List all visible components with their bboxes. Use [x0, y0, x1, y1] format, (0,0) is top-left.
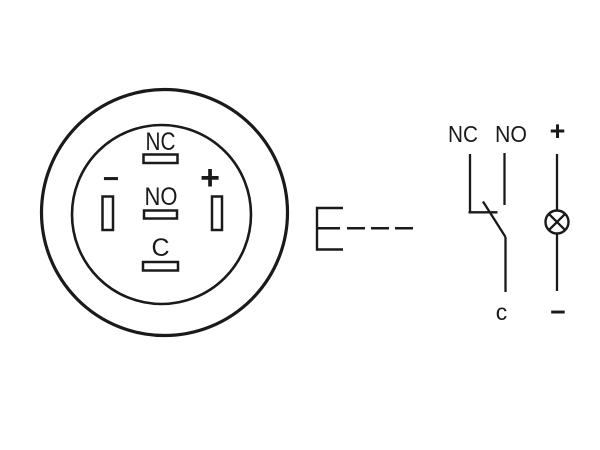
pin-label-plus: +: [200, 159, 220, 197]
pin-terminal-plus: [210, 195, 224, 232]
pin-terminal-c: [141, 260, 180, 272]
schematic-label-plus: +: [550, 116, 566, 146]
schematic-label-c: c: [496, 299, 508, 325]
actuator-symbol: [315, 206, 415, 251]
connector-back-view: NC − + NO C: [39, 87, 290, 338]
pin-terminal-minus: [101, 195, 115, 232]
inner-body-circle: [70, 123, 253, 306]
pin-label-nc: NC: [146, 128, 176, 156]
pin-label-c: C: [151, 234, 169, 262]
schematic-label-no: NO: [495, 121, 527, 147]
pin-label-minus: −: [103, 163, 119, 194]
pin-terminal-no: [142, 209, 179, 220]
pin-terminal-nc: [142, 153, 179, 165]
switch-lever-line: [482, 200, 507, 238]
lamp-cross-line-2: [548, 213, 566, 231]
contact-schematic: NC NO + c −: [448, 116, 570, 327]
schematic-label-nc: NC: [448, 121, 478, 147]
outer-bezel-circle: [39, 87, 290, 338]
pin-label-no: NO: [145, 183, 178, 211]
schematic-label-minus: −: [550, 297, 566, 327]
